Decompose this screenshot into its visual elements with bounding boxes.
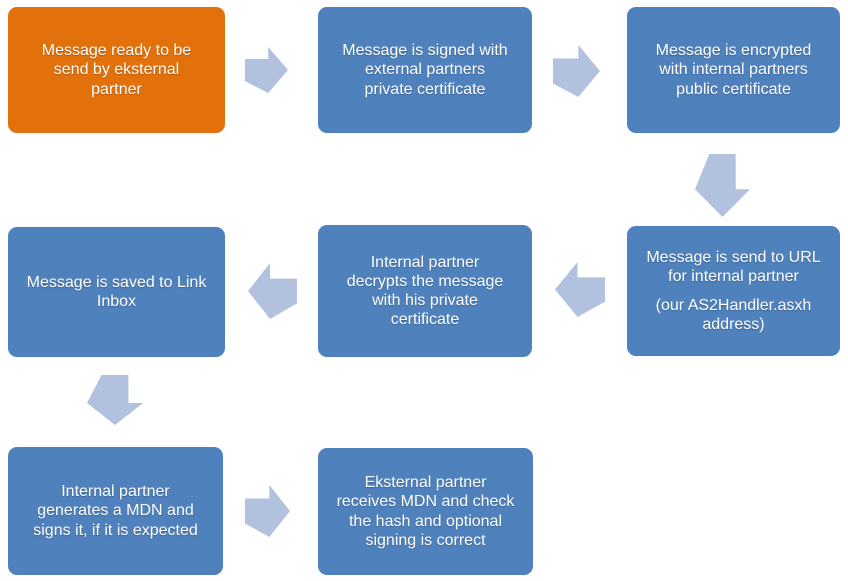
- flow-step-2: Message is signed with external partners…: [318, 7, 532, 133]
- flow-step-4: Message is send to URL for internal part…: [627, 226, 840, 356]
- arrow-right-icon: [245, 485, 290, 537]
- flow-step-1-label: Message ready to be send by eksternal pa…: [41, 42, 192, 98]
- arrow-right-icon: [553, 45, 600, 97]
- flow-step-7: Internal partner generates a MDN and sig…: [8, 447, 223, 575]
- arrow-down-icon: [87, 375, 143, 425]
- arrow-left-icon: [248, 263, 297, 319]
- flow-step-3-label: Message is encrypted with internal partn…: [655, 42, 812, 98]
- arrow-right-icon: [245, 47, 288, 93]
- flow-step-2-label: Message is signed with external partners…: [342, 42, 508, 98]
- arrow-left-icon: [555, 262, 605, 317]
- flow-step-8: Eksternal partner receives MDN and check…: [318, 448, 533, 575]
- arrow-down-icon: [695, 154, 750, 217]
- flow-step-8-label: Eksternal partner receives MDN and check…: [336, 474, 515, 549]
- flow-step-3: Message is encrypted with internal partn…: [627, 7, 840, 133]
- flow-step-5: Internal partner decrypts the message wi…: [318, 225, 532, 357]
- flow-step-6-label: Message is saved to Link Inbox: [26, 273, 207, 310]
- flow-step-5-label: Internal partner decrypts the message wi…: [346, 253, 504, 329]
- flow-step-4-sublabel: (our AS2Handler.asxh address): [655, 297, 812, 334]
- flow-step-6: Message is saved to Link Inbox: [8, 227, 225, 357]
- flow-step-7-label: Internal partner generates a MDN and sig…: [33, 483, 198, 539]
- flow-step-1: Message ready to be send by eksternal pa…: [8, 7, 225, 133]
- flow-step-4-label: Message is send to URL for internal part…: [646, 248, 821, 285]
